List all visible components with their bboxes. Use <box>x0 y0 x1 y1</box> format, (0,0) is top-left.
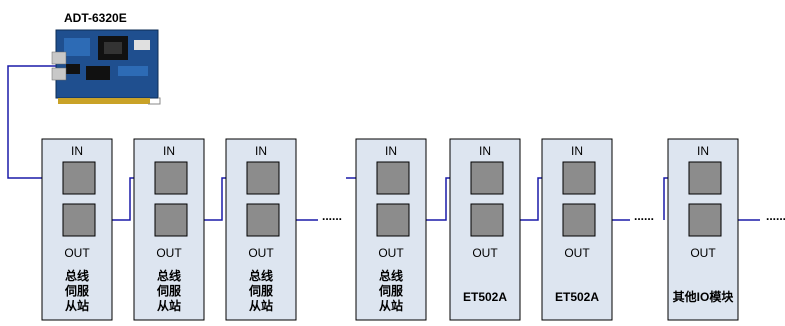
module-name-line: 总线 <box>157 268 181 283</box>
module-name-line: 伺服 <box>156 283 182 298</box>
out-port-label: OUT <box>564 246 590 260</box>
out-port-label: OUT <box>690 246 716 260</box>
in-port <box>689 162 721 194</box>
out-port-label: OUT <box>248 246 274 260</box>
in-port <box>563 162 595 194</box>
module-name-line: ET502A <box>463 290 507 304</box>
in-port <box>155 162 187 194</box>
module-name-line: 从站 <box>157 298 181 313</box>
in-port-label: IN <box>479 144 491 158</box>
in-port-label: IN <box>571 144 583 158</box>
slave-module: IN OUT ET502A <box>450 139 520 320</box>
out-port <box>155 204 187 236</box>
in-port <box>247 162 279 194</box>
motion-card-image <box>52 30 160 104</box>
module-name-line: 其他IO模块 <box>673 289 735 304</box>
slave-modules: INOUT总线伺服从站INOUT总线伺服从站INOUT总线伺服从站INOUT总线… <box>42 139 738 320</box>
in-port <box>63 162 95 194</box>
module-name-line: 从站 <box>379 298 403 313</box>
out-port <box>377 204 409 236</box>
out-port-label: OUT <box>156 246 182 260</box>
slave-module: IN OUT 其他IO模块 <box>668 139 738 320</box>
in-port-label: IN <box>255 144 267 158</box>
out-port-label: OUT <box>472 246 498 260</box>
ellipsis-2: ...... <box>634 209 654 223</box>
ellipsis-1: ...... <box>322 209 342 223</box>
in-port-label: IN <box>697 144 709 158</box>
out-port <box>63 204 95 236</box>
card-title: ADT-6320E <box>64 11 127 25</box>
slave-module: IN OUT ET502A <box>542 139 612 320</box>
in-port-label: IN <box>163 144 175 158</box>
module-name-line: 伺服 <box>378 283 404 298</box>
ellipsis-3: ...... <box>766 209 785 223</box>
out-port-label: OUT <box>64 246 90 260</box>
in-port-label: IN <box>385 144 397 158</box>
module-name-line: 伺服 <box>64 283 90 298</box>
module-name-line: 从站 <box>249 298 273 313</box>
module-name-line: 总线 <box>65 268 89 283</box>
module-name-line: ET502A <box>555 290 599 304</box>
module-name-line: 伺服 <box>248 283 274 298</box>
out-port <box>563 204 595 236</box>
out-port <box>471 204 503 236</box>
out-port-label: OUT <box>378 246 404 260</box>
module-name-line: 总线 <box>379 268 403 283</box>
in-port <box>471 162 503 194</box>
module-name-line: 总线 <box>249 268 273 283</box>
in-port-label: IN <box>71 144 83 158</box>
in-port <box>377 162 409 194</box>
module-name-line: 从站 <box>65 298 89 313</box>
out-port <box>689 204 721 236</box>
out-port <box>247 204 279 236</box>
